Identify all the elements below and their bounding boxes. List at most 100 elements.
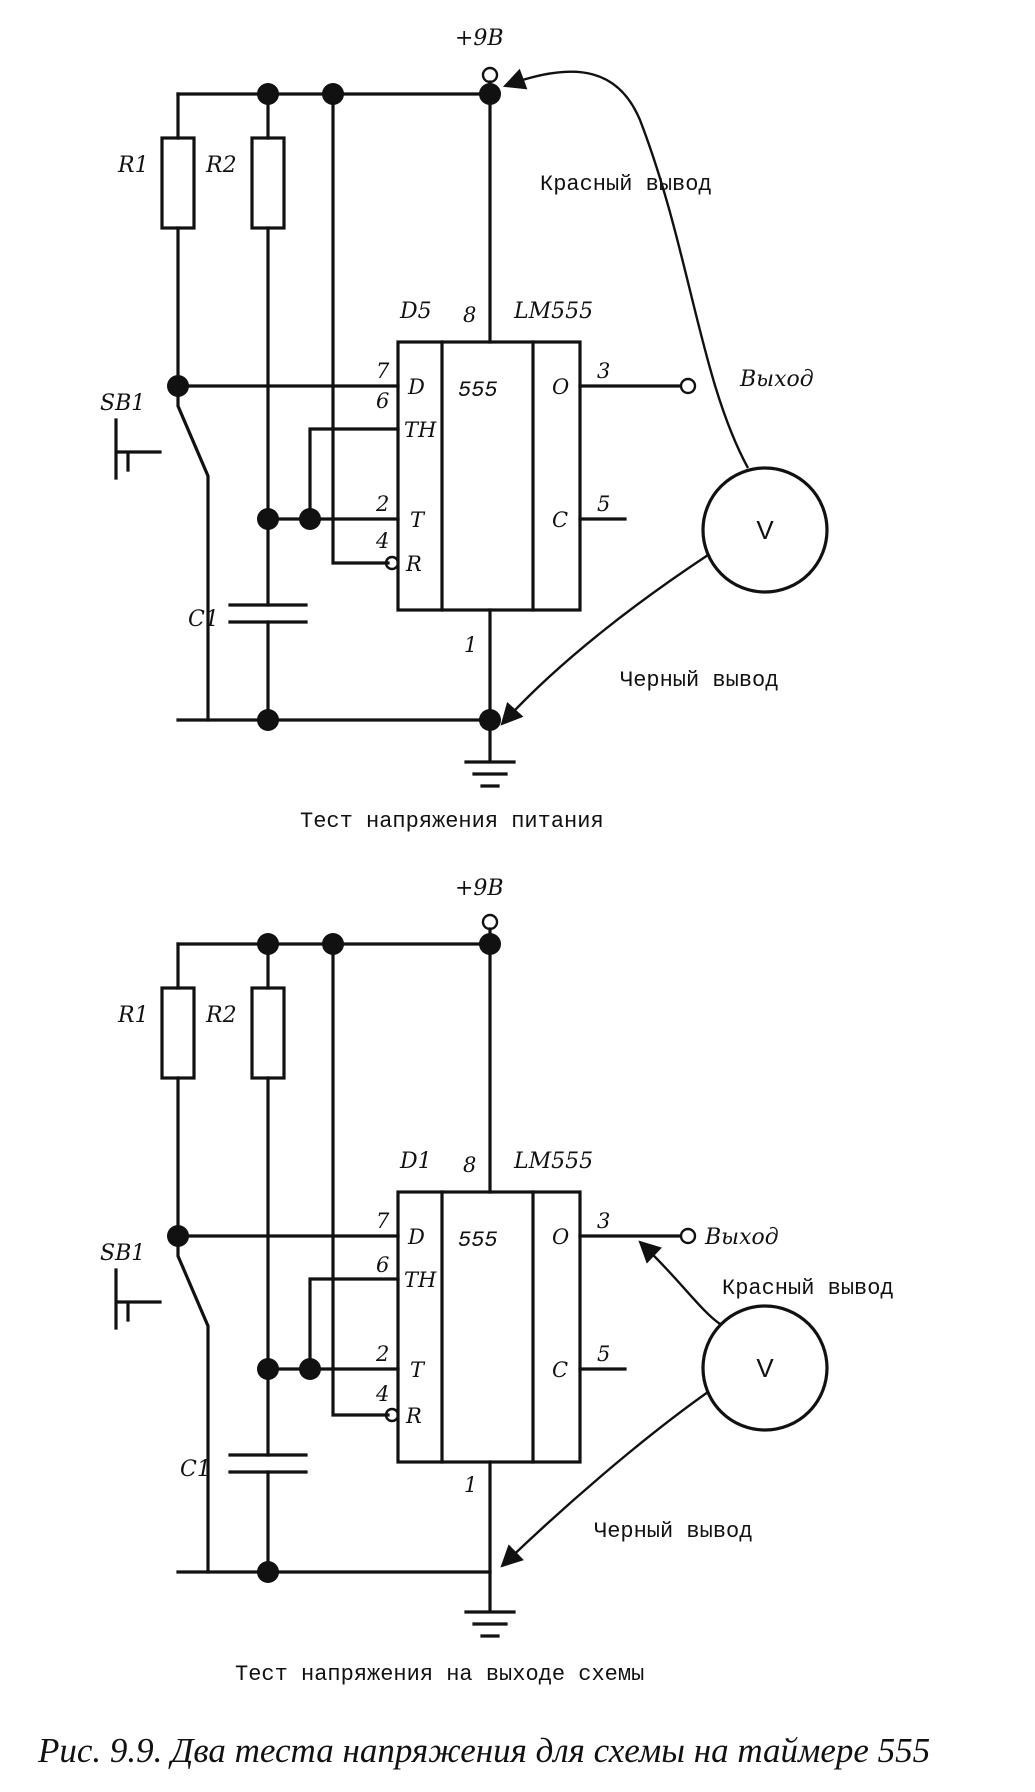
c1-label: C1	[180, 1457, 211, 1482]
threshold-wire	[308, 427, 400, 521]
junction	[479, 83, 501, 105]
r2-resistor	[250, 136, 286, 230]
pin-d-num: 7	[376, 359, 390, 383]
pin-vcc-num: 8	[463, 1153, 476, 1177]
chip-body	[396, 340, 582, 612]
junction	[322, 933, 344, 955]
chip-type: LM555	[513, 299, 593, 324]
sb1-label: SB1	[100, 391, 145, 416]
output-label: Выход	[704, 1225, 779, 1250]
red-lead	[502, 68, 750, 469]
r2-resistor	[250, 986, 286, 1080]
c1-label: C1	[188, 607, 219, 632]
pin-t-num: 2	[375, 492, 389, 516]
junction	[257, 933, 279, 955]
chip-divider	[440, 340, 535, 612]
sb1-switch	[176, 1234, 210, 1574]
voltmeter	[701, 1304, 829, 1432]
black-lead-label: Черный вывод	[620, 668, 778, 693]
supply-terminal	[481, 66, 499, 84]
voltmeter	[701, 466, 829, 594]
chip-type: LM555	[513, 1149, 593, 1174]
pin-o-num: 3	[597, 359, 610, 383]
c1-capacitor	[228, 603, 308, 624]
reset-wire	[331, 92, 390, 565]
red-lead-label: Красный вывод	[722, 1276, 894, 1301]
pin-c-name: C	[552, 508, 568, 532]
pin-vcc-num: 8	[463, 303, 476, 327]
sb1-label: SB1	[100, 1241, 145, 1266]
r1-resistor	[160, 136, 196, 230]
output-terminal	[679, 1227, 697, 1245]
black-lead-label: Черный вывод	[594, 1519, 752, 1544]
junction	[167, 375, 189, 397]
black-lead	[500, 553, 709, 726]
diagram-output-test: V +9В R1 R2 SB1 C1 D1 LM555 555 8 1 7 D …	[100, 876, 894, 1687]
junction	[257, 83, 279, 105]
red-lead	[638, 1240, 721, 1325]
c1-capacitor	[228, 1453, 308, 1474]
chip-core: 555	[458, 378, 498, 403]
junction	[257, 709, 279, 731]
sb1-actuator	[114, 1268, 162, 1330]
reset-bubble	[384, 555, 400, 571]
diagram-title: Тест напряжения питания	[300, 809, 604, 834]
pin-th-name: TH	[404, 418, 437, 442]
diagram-title: Тест напряжения на выходе схемы	[235, 1662, 644, 1687]
voltmeter-label: V	[756, 515, 774, 545]
r2-label: R2	[205, 1003, 237, 1028]
pin-d-num: 7	[376, 1209, 390, 1233]
pin-gnd-num: 1	[464, 633, 477, 657]
junction	[257, 508, 279, 530]
pin-t-num: 2	[375, 1342, 389, 1366]
ground-symbol	[464, 760, 516, 788]
pin-r-name: R	[405, 1404, 422, 1428]
chip-ref: D1	[399, 1149, 432, 1174]
supply-label: +9В	[455, 26, 504, 51]
r1-label: R1	[117, 1003, 149, 1028]
junction	[322, 83, 344, 105]
pin-c-name: C	[552, 1358, 568, 1382]
supply-label: +9В	[455, 876, 504, 901]
r2-label: R2	[205, 153, 237, 178]
pin-r-name: R	[405, 552, 422, 576]
pin-t-name: T	[410, 1358, 426, 1382]
pin-th-num: 6	[376, 389, 389, 413]
pin-th-num: 6	[376, 1253, 389, 1277]
junction	[257, 1358, 279, 1380]
junction	[479, 709, 501, 731]
threshold-wire	[308, 1277, 400, 1371]
output-label: Выход	[739, 367, 814, 392]
black-lead	[500, 1391, 709, 1568]
chip-body	[396, 1190, 582, 1464]
pin-c-num: 5	[597, 492, 610, 516]
ground-symbol	[464, 1610, 516, 1638]
pin-th-name: TH	[404, 1268, 437, 1292]
voltmeter-label: V	[756, 1353, 774, 1383]
diagram-supply-test: V +9В R1 R2 SB1 C1 D5 LM555 555 8 1 7 D …	[100, 26, 829, 834]
r1-label: R1	[117, 153, 149, 178]
pin-gnd-num: 1	[464, 1473, 477, 1497]
sb1-actuator	[114, 418, 162, 480]
supply-terminal	[481, 913, 499, 931]
chip-ref: D5	[399, 299, 432, 324]
pin-r-num: 4	[375, 529, 389, 553]
r1-resistor	[160, 986, 196, 1080]
pin-r-num: 4	[375, 1382, 389, 1406]
pin-o-num: 3	[597, 1209, 610, 1233]
junction	[299, 508, 321, 530]
pin-t-name: T	[410, 508, 426, 532]
chip-core: 555	[458, 1228, 498, 1253]
junction	[299, 1358, 321, 1380]
pin-c-num: 5	[597, 1342, 610, 1366]
reset-bubble	[384, 1407, 400, 1423]
junction	[167, 1225, 189, 1247]
red-lead-label: Красный вывод	[540, 172, 712, 197]
junction	[479, 933, 501, 955]
figure-caption: Рис. 9.9. Два теста напряжения для схемы…	[37, 1731, 930, 1770]
output-terminal	[679, 377, 697, 395]
junction	[257, 1561, 279, 1583]
reset-wire	[331, 942, 390, 1417]
chip-divider	[440, 1190, 535, 1464]
